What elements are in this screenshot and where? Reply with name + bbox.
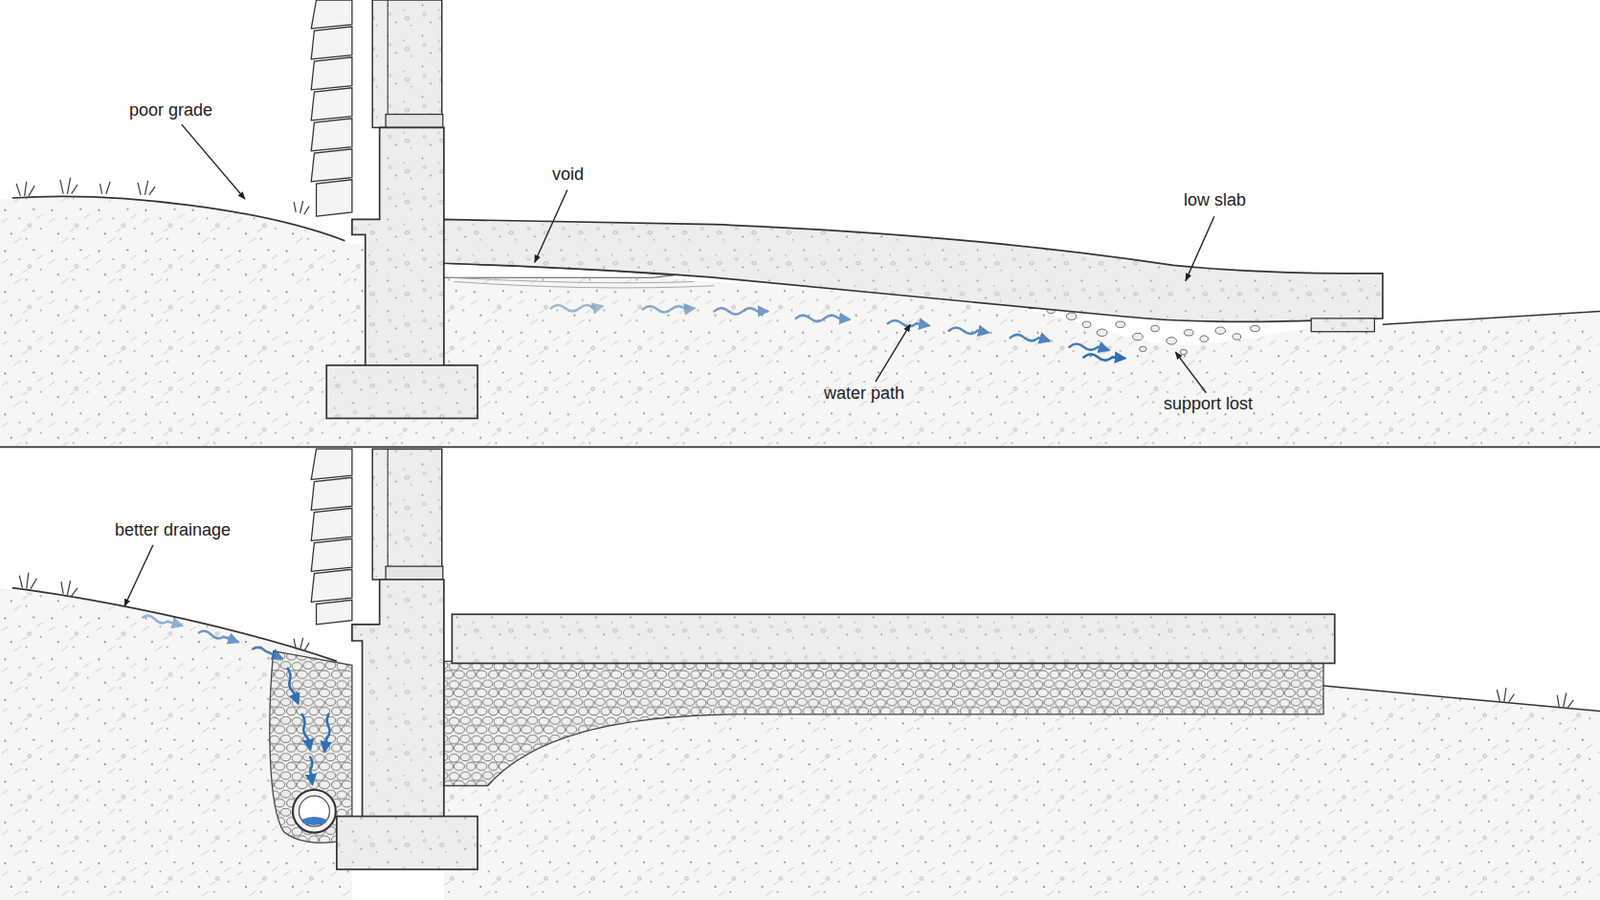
top-panel <box>0 0 1600 446</box>
sill-plate <box>385 113 444 128</box>
wall-framing <box>372 448 443 580</box>
part-label: better drainage <box>114 521 231 541</box>
concrete-slab <box>442 219 1383 322</box>
part-label: water path <box>823 384 905 404</box>
drain-water <box>302 817 328 826</box>
ground-surface <box>1323 686 1600 712</box>
drainage-arrows <box>142 616 330 785</box>
water-path-arrows <box>551 305 1125 361</box>
leader-lines <box>181 124 1215 394</box>
soil <box>0 197 1600 446</box>
panel-divider <box>0 445 1600 448</box>
ground-surface <box>12 196 346 241</box>
part-label: void <box>552 165 584 185</box>
wall-framing <box>387 448 389 580</box>
sill-plate <box>385 566 444 580</box>
siding <box>311 448 353 625</box>
part-label: poor grade <box>129 101 213 121</box>
footing <box>336 817 478 870</box>
ground-surface <box>1382 311 1600 325</box>
drain-pipe <box>298 796 330 827</box>
gravel-trench <box>269 651 353 844</box>
drain-pipe <box>292 790 336 834</box>
foundation-wall <box>352 127 445 368</box>
wall-framing <box>372 0 443 128</box>
wall-framing <box>387 0 389 128</box>
ground-surface <box>12 588 337 663</box>
part-label: low slab <box>1183 191 1246 211</box>
support-block <box>1311 318 1375 333</box>
footing <box>326 365 478 419</box>
leader-lines <box>124 545 154 607</box>
gravel-base <box>444 661 1324 786</box>
siding <box>311 0 353 217</box>
part-label: support lost <box>1163 395 1253 415</box>
void-shading <box>448 277 714 289</box>
bottom-panel <box>0 448 1600 900</box>
concrete-slab <box>451 614 1334 664</box>
foundation-wall <box>352 579 445 820</box>
grass <box>16 177 310 215</box>
soil <box>0 589 353 900</box>
